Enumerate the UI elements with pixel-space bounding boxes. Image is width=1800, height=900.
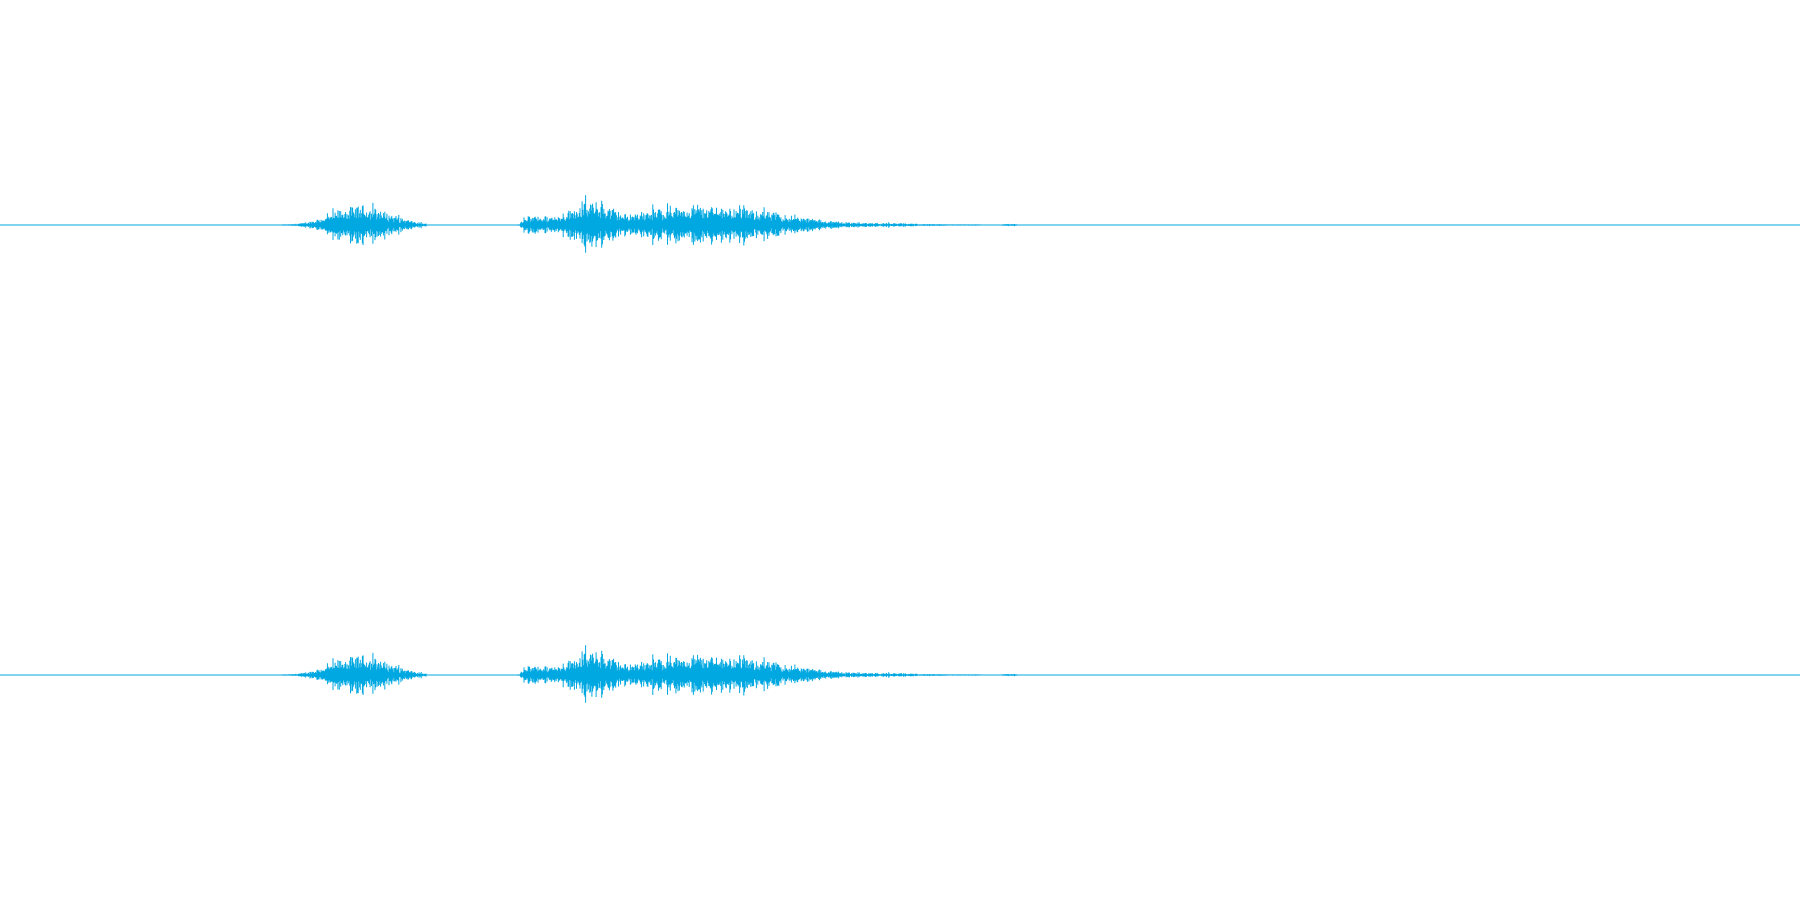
channel-1-waveform	[282, 195, 1018, 253]
channel-2-waveform	[282, 645, 1018, 703]
waveform-channel-2	[0, 645, 1800, 703]
waveform-channel-1	[0, 195, 1800, 253]
